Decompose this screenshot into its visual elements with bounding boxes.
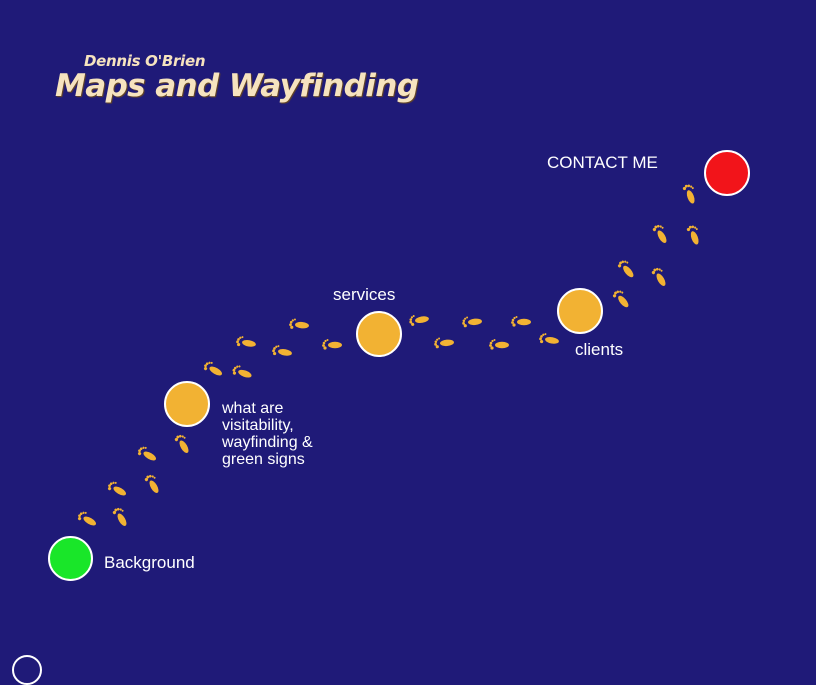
footprint-icon (77, 511, 97, 526)
footprint-icon (289, 318, 309, 329)
footprint-icon (489, 339, 509, 350)
author-name: Dennis O'Brien (84, 52, 206, 70)
footprint-icon (511, 316, 531, 327)
stop-services[interactable] (356, 311, 402, 357)
stop-background[interactable] (48, 536, 93, 581)
label-about-line-4: green signs (222, 451, 305, 468)
footprint-icon (651, 267, 666, 287)
footprint-icon (322, 339, 342, 350)
footprint-icon (137, 446, 157, 461)
footprint-icon (652, 224, 667, 244)
footprint-trail (77, 184, 699, 527)
label-services[interactable]: services (333, 285, 396, 304)
footprint-icon (612, 290, 629, 308)
page-title: Maps and Wayfinding (55, 68, 419, 104)
label-about-line-1: what are (222, 400, 284, 417)
footprint-icon (434, 337, 454, 349)
footprint-icon (617, 260, 634, 278)
footprint-icon (174, 434, 189, 454)
footprint-icon (232, 365, 252, 378)
footprint-icon (686, 225, 699, 245)
label-about-line-3: wayfinding & (222, 434, 313, 451)
footprint-icon (236, 336, 256, 347)
footprint-icon (112, 507, 127, 527)
label-background[interactable]: Background (104, 553, 195, 572)
label-about[interactable]: what are visitability, wayfinding & gree… (222, 400, 342, 468)
stop-about[interactable] (164, 381, 210, 427)
label-contact[interactable]: CONTACT ME (547, 153, 658, 172)
footprint-icon (462, 316, 482, 328)
footprint-icon (409, 315, 429, 326)
label-clients[interactable]: clients (575, 340, 624, 359)
footprint-icon (272, 345, 292, 356)
footprint-icon (682, 184, 695, 204)
footprint-icon (203, 361, 223, 376)
label-about-line-2: visitability, (222, 417, 294, 434)
partial-circle (12, 655, 42, 685)
footprint-icon (539, 333, 559, 344)
footprint-icon (144, 474, 159, 494)
stop-contact[interactable] (704, 150, 750, 196)
footprint-icon (107, 481, 127, 496)
stop-clients[interactable] (557, 288, 603, 334)
